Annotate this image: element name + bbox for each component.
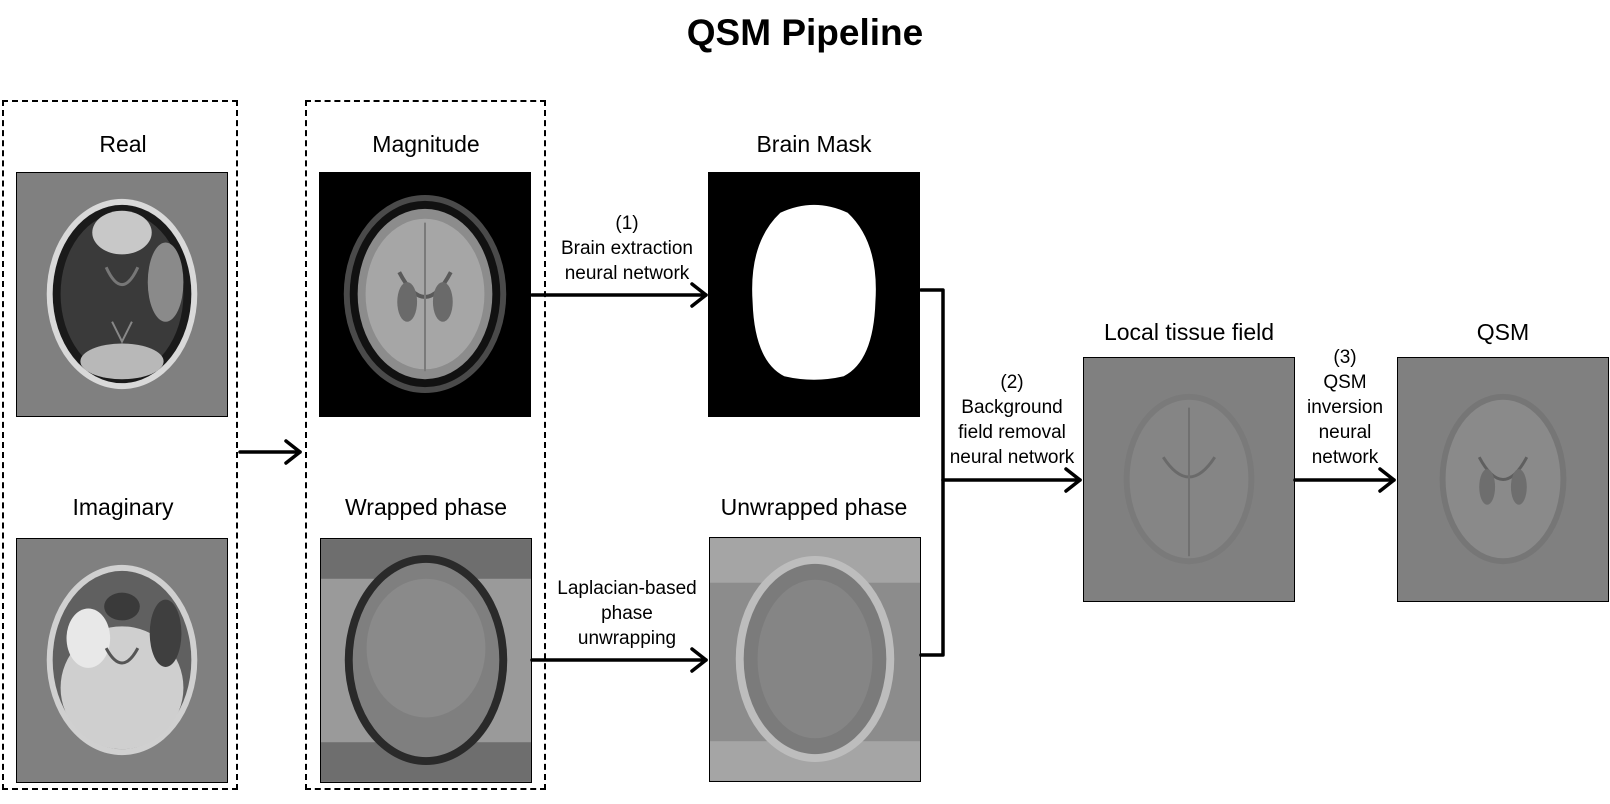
label-wrapped-phase: Wrapped phase bbox=[345, 494, 507, 520]
step-background-removal-label: (2) Background field removal neural netw… bbox=[940, 370, 1084, 470]
step-1-line-2: neural network bbox=[564, 263, 690, 284]
merge-bracket bbox=[919, 288, 945, 657]
imaginary-image bbox=[16, 538, 228, 783]
step-3-number: (3) bbox=[1333, 347, 1357, 368]
magnitude-image bbox=[319, 172, 531, 417]
diagram-title: QSM Pipeline bbox=[686, 12, 924, 53]
step-1-line-1: Brain extraction bbox=[560, 238, 693, 259]
label-qsm: QSM bbox=[1476, 319, 1530, 345]
unwrapping-line-3: unwrapping bbox=[577, 628, 677, 649]
step-3-line-3: neural bbox=[1318, 422, 1372, 443]
step-phase-unwrapping-label: Laplacian-based phase unwrapping bbox=[548, 576, 706, 651]
wrapped-phase-image bbox=[320, 538, 532, 783]
label-unwrapped-phase: Unwrapped phase bbox=[720, 494, 908, 520]
step-qsm-inversion-label: (3) QSM inversion neural network bbox=[1297, 345, 1393, 470]
step-2-line-2: field removal bbox=[958, 422, 1066, 443]
unwrapping-line-1: Laplacian-based bbox=[557, 578, 697, 599]
phase-unwrapping-arrow bbox=[530, 647, 708, 673]
label-local-tissue-field: Local tissue field bbox=[1103, 319, 1275, 345]
label-imaginary: Imaginary bbox=[72, 494, 174, 520]
qsm-image bbox=[1397, 357, 1609, 602]
input-group-box bbox=[2, 100, 238, 790]
label-real: Real bbox=[99, 131, 147, 157]
step-2-number: (2) bbox=[1000, 372, 1024, 393]
step-3-line-2: inversion bbox=[1306, 397, 1384, 418]
brain-mask-image bbox=[708, 172, 920, 417]
step-brain-extraction-label: (1) Brain extraction neural network bbox=[552, 211, 702, 286]
converted-group-box bbox=[305, 100, 546, 790]
real-image bbox=[16, 172, 228, 417]
step-3-line-4: network bbox=[1311, 447, 1379, 468]
unwrapping-line-2: phase bbox=[601, 603, 653, 624]
qsm-inversion-arrow bbox=[1293, 467, 1396, 493]
step-2-line-1: Background bbox=[961, 397, 1063, 418]
step-2-line-3: neural network bbox=[949, 447, 1075, 468]
step-3-line-1: QSM bbox=[1323, 372, 1367, 393]
input-to-converted-arrow bbox=[238, 439, 302, 465]
label-magnitude: Magnitude bbox=[372, 131, 480, 157]
label-brain-mask: Brain Mask bbox=[756, 131, 872, 157]
unwrapped-phase-image bbox=[709, 537, 921, 782]
brain-extraction-arrow bbox=[530, 282, 708, 308]
step-1-number: (1) bbox=[615, 213, 639, 234]
background-removal-arrow bbox=[941, 467, 1082, 493]
local-tissue-field-image bbox=[1083, 357, 1295, 602]
